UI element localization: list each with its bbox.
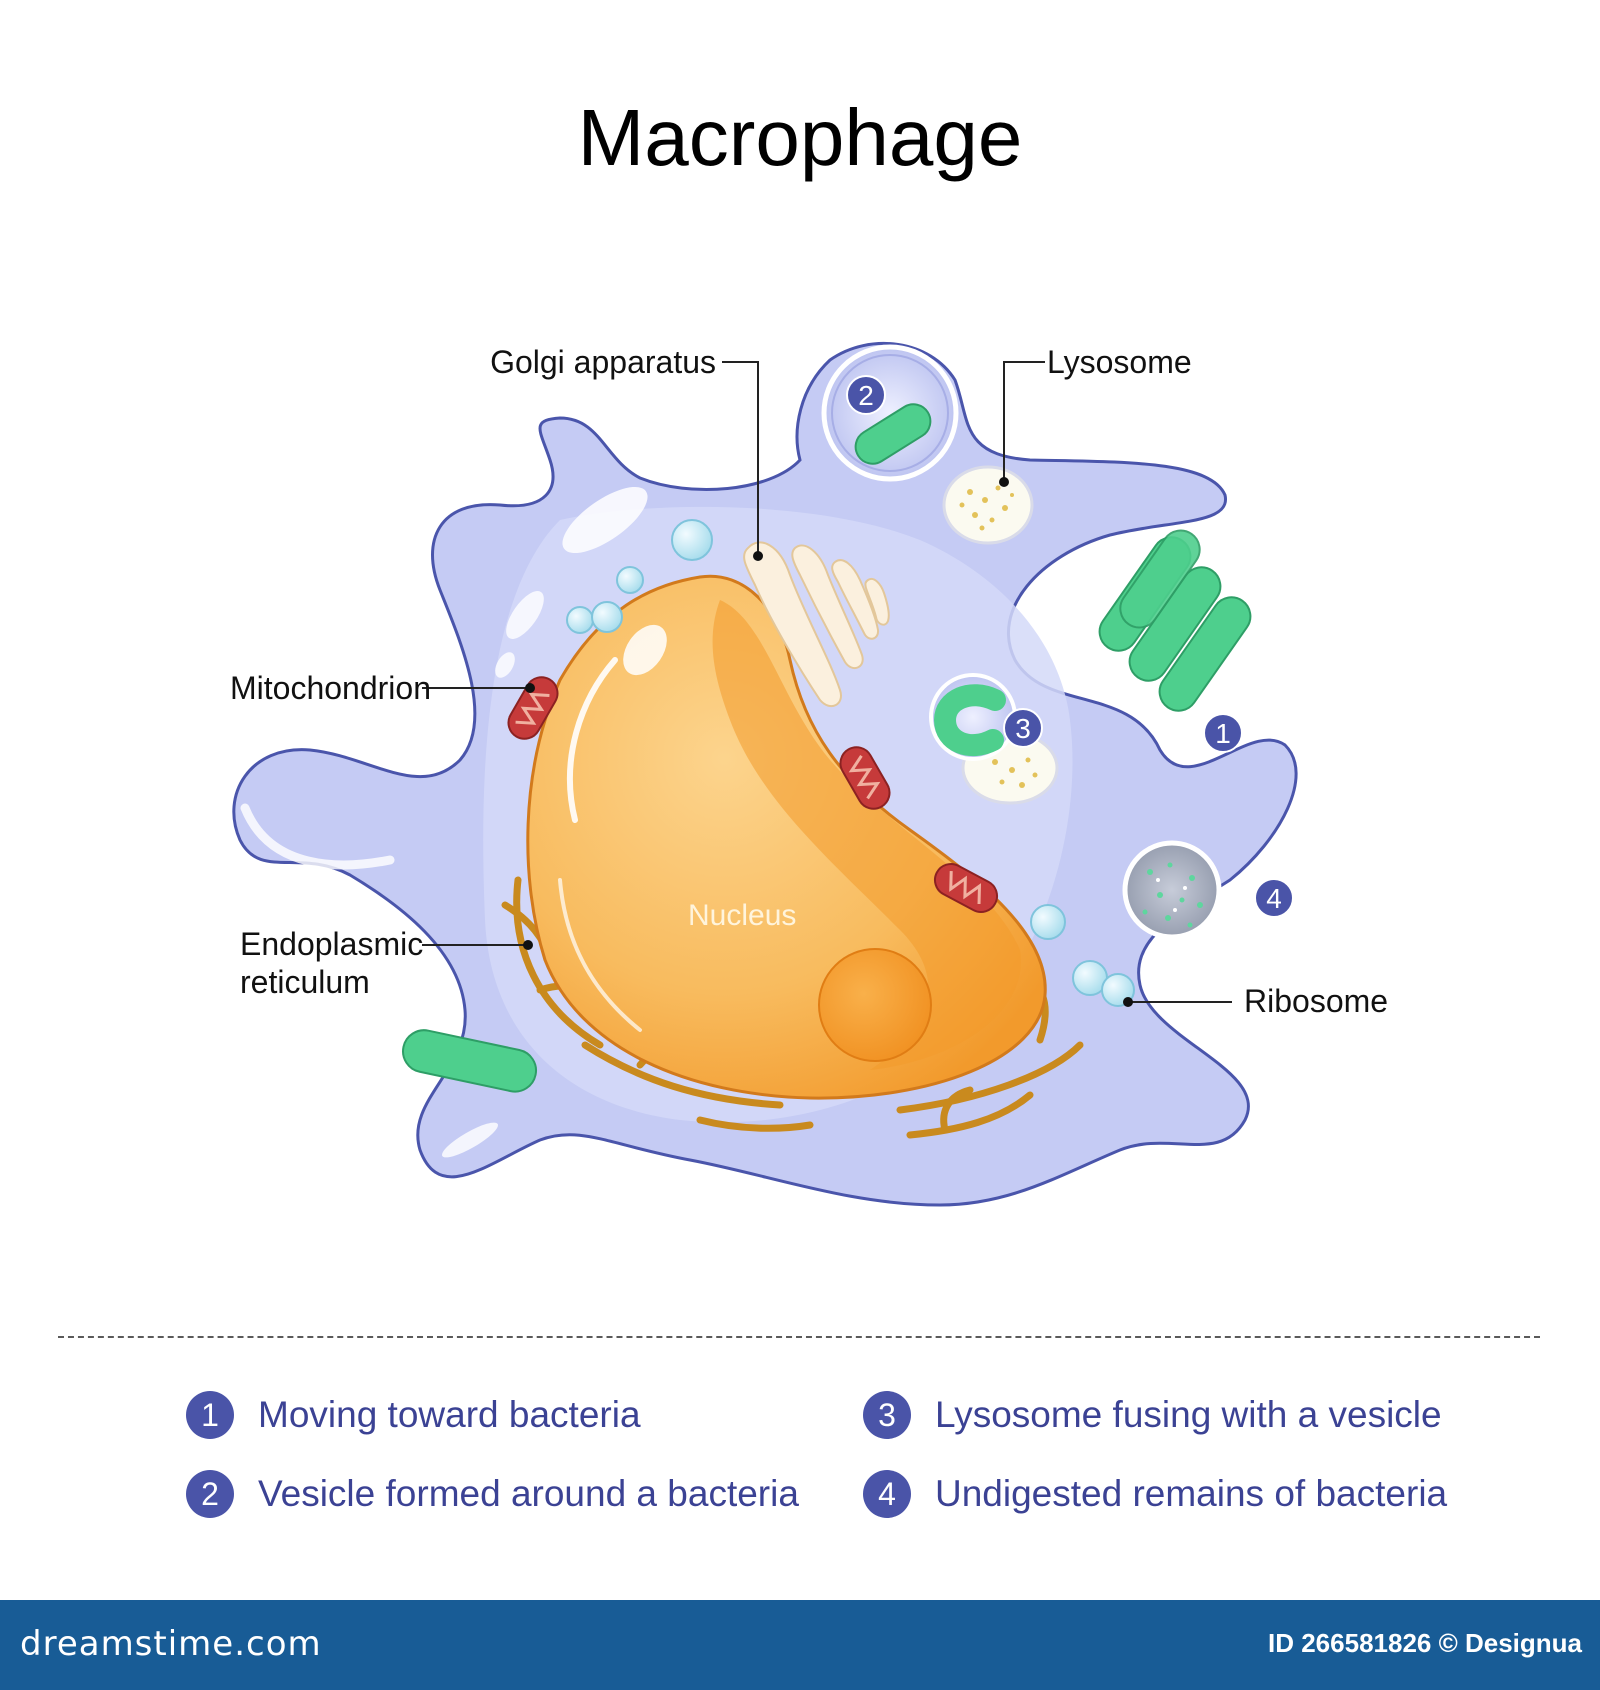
legend-number: 3: [863, 1391, 911, 1439]
legend-number: 1: [186, 1391, 234, 1439]
membrane-highlight: [562, 486, 648, 554]
label-endoplasmic-reticulum-line2: reticulum: [240, 964, 370, 1000]
membrane-highlight: [506, 591, 544, 639]
legend-number: 2: [186, 1470, 234, 1518]
nucleus-label: Nucleus: [688, 899, 796, 932]
divider: [58, 1336, 1540, 1338]
label-golgi-apparatus: Golgi apparatus: [490, 344, 716, 380]
marker-4: 4: [1254, 878, 1294, 918]
svg-text:4: 4: [1266, 883, 1282, 914]
mitochondrion: [839, 746, 891, 810]
legend-text: Vesicle formed around a bacteria: [258, 1473, 799, 1514]
membrane-highlight: [240, 803, 395, 870]
leader-dots: [523, 477, 1133, 1007]
nucleolus: [818, 948, 932, 1062]
legend-item-1: 1 Moving toward bacteria: [186, 1390, 641, 1440]
lysosome: [942, 465, 1034, 545]
nucleus-highlight: [558, 878, 642, 1032]
nucleus-shade: [712, 600, 1021, 1070]
leader-lines: [422, 361, 1232, 1003]
mitochondrion: [507, 676, 559, 740]
nucleus-highlight: [623, 624, 667, 676]
label-lysosome: Lysosome: [1047, 344, 1192, 380]
label-endoplasmic-reticulum-line1: Endoplasmic: [240, 926, 423, 962]
macrophage-diagram: Nucleus: [230, 341, 1388, 1207]
marker-1: 1: [1203, 713, 1243, 753]
golgi-apparatus: [743, 541, 890, 708]
legend-text: Undigested remains of bacteria: [935, 1473, 1448, 1514]
label-mitochondrion: Mitochondrion: [230, 670, 431, 706]
legend-item-2: 2 Vesicle formed around a bacteria: [186, 1469, 799, 1519]
legend-number: 4: [863, 1470, 911, 1518]
legend-item-4: 4 Undigested remains of bacteria: [863, 1469, 1447, 1519]
footer-image-id: ID 266581826 © Designua: [1268, 1628, 1582, 1658]
marker-3: 3: [1003, 708, 1043, 748]
lysosome-fusing-vesicle: [929, 673, 1059, 805]
nucleus-highlight: [566, 657, 618, 823]
label-ribosome: Ribosome: [1244, 983, 1388, 1019]
legend-text: Lysosome fusing with a vesicle: [935, 1394, 1442, 1435]
bacteria-group: [1098, 529, 1252, 712]
mitochondrion: [933, 863, 999, 913]
membrane-highlight: [442, 1122, 498, 1158]
undigested-remains: [1122, 840, 1260, 965]
mitochondria: [507, 676, 999, 913]
svg-text:2: 2: [858, 380, 874, 411]
marker-2: 2: [846, 375, 886, 415]
vesicle-with-bacterium: [821, 344, 959, 482]
svg-text:1: 1: [1215, 718, 1231, 749]
legend-item-3: 3 Lysosome fusing with a vesicle: [863, 1390, 1442, 1440]
svg-text:3: 3: [1015, 713, 1031, 744]
diagram-title: Macrophage: [577, 93, 1023, 182]
bacterium: [402, 1029, 537, 1093]
legend-text: Moving toward bacteria: [258, 1394, 641, 1435]
footer-bar: dreamstime.com ID 266581826 © Designua: [0, 1600, 1600, 1690]
membrane-highlight: [495, 652, 515, 678]
footer-logo[interactable]: dreamstime.com: [20, 1624, 322, 1664]
ribosomes: [566, 519, 1135, 1007]
